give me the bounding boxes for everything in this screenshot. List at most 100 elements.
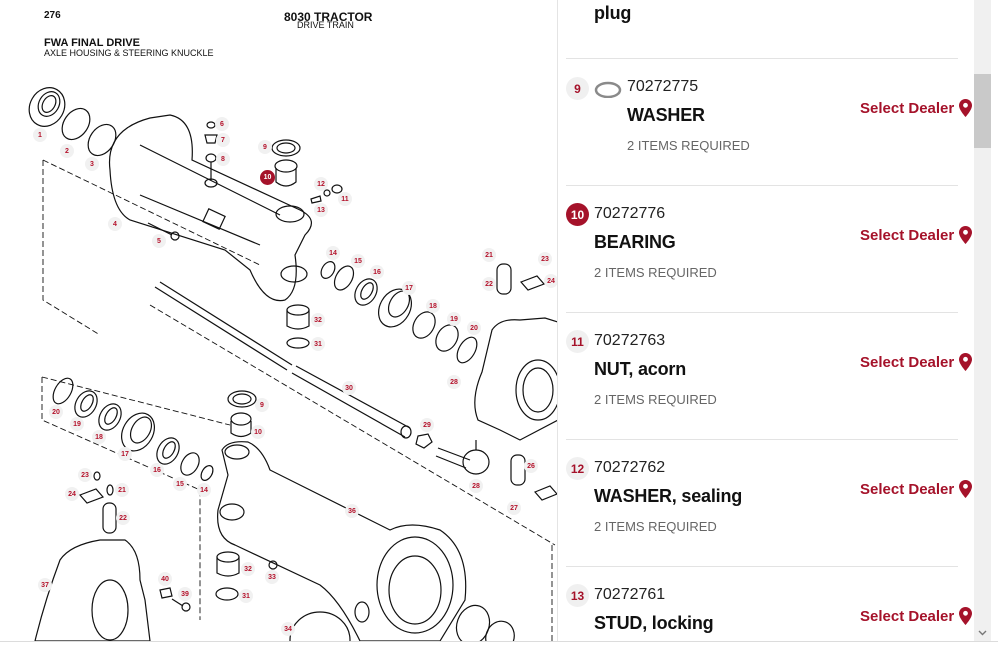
callout-28[interactable]: 28 (447, 375, 461, 389)
callout-30[interactable]: 30 (342, 381, 356, 395)
callout-19-lower[interactable]: 19 (70, 417, 84, 431)
diagram-model-subtitle: DRIVE TRAIN (297, 20, 354, 30)
callout-16[interactable]: 16 (370, 265, 384, 279)
ref-badge: 11 (566, 330, 589, 353)
callout-15-lower[interactable]: 15 (173, 477, 187, 491)
callout-23-lower[interactable]: 23 (78, 468, 92, 482)
part-plug-32 (286, 304, 310, 330)
callout-20-lower[interactable]: 20 (49, 405, 63, 419)
callout-24[interactable]: 24 (544, 274, 557, 288)
scrollbar-thumb[interactable] (974, 74, 991, 148)
callout-22-lower[interactable]: 22 (116, 511, 130, 525)
callout-37[interactable]: 37 (38, 578, 52, 592)
callout-20[interactable]: 20 (467, 321, 481, 335)
quantity-required: 2 ITEMS REQUIRED (594, 392, 717, 407)
diagram-drawing (28, 87, 557, 641)
callout-10-active[interactable]: 10 (260, 170, 275, 185)
callout-18-lower[interactable]: 18 (92, 430, 106, 444)
callout-31-lower[interactable]: 31 (239, 589, 253, 603)
callout-39[interactable]: 39 (178, 587, 192, 601)
diagram-section-title: FWA FINAL DRIVE (44, 37, 140, 49)
chevron-down-icon (978, 630, 987, 635)
part-plate-24b (533, 485, 557, 501)
callout-24-lower[interactable]: 24 (65, 487, 79, 501)
callout-2[interactable]: 2 (60, 144, 74, 158)
callout-14[interactable]: 14 (326, 246, 340, 260)
callout-18[interactable]: 18 (426, 299, 440, 313)
part-bolt-39 (171, 598, 191, 612)
part-name: BEARING (594, 232, 676, 252)
callout-10-lower[interactable]: 10 (251, 425, 265, 439)
callout-3[interactable]: 3 (85, 157, 99, 171)
callout-27[interactable]: 27 (507, 501, 521, 515)
callout-32[interactable]: 32 (311, 313, 325, 327)
callout-32-lower[interactable]: 32 (241, 562, 255, 576)
callout-40[interactable]: 40 (158, 572, 172, 586)
quantity-required: 2 ITEMS REQUIRED (627, 138, 750, 153)
callout-31[interactable]: 31 (311, 337, 325, 351)
select-dealer-button[interactable]: Select Dealer (860, 226, 973, 244)
part-nut-40 (159, 587, 173, 599)
part-plate-24-lower (78, 488, 105, 504)
part-number: 70272775 (627, 78, 699, 95)
callout-33[interactable]: 33 (265, 570, 279, 584)
item-divider (566, 185, 958, 186)
callout-22[interactable]: 22 (482, 277, 496, 291)
select-dealer-button[interactable]: Select Dealer (860, 480, 973, 498)
callout-19[interactable]: 19 (447, 312, 461, 326)
callout-28b[interactable]: 28 (469, 479, 483, 493)
callout-11[interactable]: 11 (338, 192, 352, 206)
callout-5[interactable]: 5 (152, 234, 166, 248)
select-dealer-button[interactable]: Select Dealer (860, 607, 973, 625)
item-divider (566, 58, 958, 59)
parts-list-item-partial: plug (566, 0, 958, 59)
part-bolt-23-lower (93, 471, 101, 481)
scroll-down-button[interactable] (974, 624, 991, 641)
callout-34[interactable]: 34 (281, 622, 295, 636)
item-divider (566, 439, 958, 440)
callout-26[interactable]: 26 (524, 459, 538, 473)
part-bearing-10 (274, 159, 298, 187)
parts-list-item[interactable]: 12 70272762 WASHER, sealing 2 ITEMS REQU… (566, 440, 973, 567)
part-seal-16-lower (156, 437, 180, 465)
callout-21-lower[interactable]: 21 (115, 483, 129, 497)
callout-36[interactable]: 36 (345, 504, 359, 518)
callout-17-lower[interactable]: 17 (118, 447, 132, 461)
parts-list-item-active[interactable]: 10 70272776 BEARING 2 ITEMS REQUIRED Sel… (566, 186, 973, 313)
callout-9[interactable]: 9 (258, 140, 272, 154)
parts-list-item[interactable]: 9 70272775 WASHER 2 ITEMS REQUIRED Selec… (566, 59, 973, 186)
select-dealer-label: Select Dealer (860, 99, 955, 117)
parts-list: plug 9 70272775 WASHER 2 ITEMS REQUIRED … (566, 0, 974, 641)
callout-6[interactable]: 6 (215, 117, 229, 131)
part-fitting-33 (268, 560, 278, 570)
part-tie-rod-end-28 (435, 440, 490, 475)
callout-16-lower[interactable]: 16 (150, 463, 164, 477)
ref-badge-active: 10 (566, 203, 589, 226)
select-dealer-label: Select Dealer (860, 226, 955, 244)
callout-23[interactable]: 23 (538, 252, 552, 266)
callout-8[interactable]: 8 (216, 152, 230, 166)
part-small-hardware-11-13 (310, 184, 343, 204)
callout-15[interactable]: 15 (351, 254, 365, 268)
parts-list-item[interactable]: 13 70272761 STUD, locking Select Dealer (566, 567, 973, 641)
callout-4[interactable]: 4 (108, 217, 122, 231)
callout-21[interactable]: 21 (482, 248, 496, 262)
part-ring-14 (320, 261, 336, 279)
select-dealer-button[interactable]: Select Dealer (860, 99, 973, 117)
parts-list-item[interactable]: 11 70272763 NUT, acorn 2 ITEMS REQUIRED … (566, 313, 973, 440)
callout-12[interactable]: 12 (314, 177, 328, 191)
callout-1[interactable]: 1 (33, 128, 47, 142)
callout-14-lower[interactable]: 14 (197, 483, 211, 497)
select-dealer-button[interactable]: Select Dealer (860, 353, 973, 371)
callout-7[interactable]: 7 (216, 133, 230, 147)
part-plate-24 (519, 275, 546, 291)
parts-list-scrollbar[interactable] (974, 0, 991, 641)
callout-17[interactable]: 17 (402, 281, 416, 295)
exploded-parts-diagram[interactable]: 276 8030 TRACTOR DRIVE TRAIN FWA FINAL D… (0, 0, 558, 641)
diagram-model-title: 8030 TRACTOR (284, 10, 373, 24)
callout-13[interactable]: 13 (314, 203, 328, 217)
callout-29[interactable]: 29 (420, 418, 434, 432)
callout-9-lower[interactable]: 9 (255, 398, 269, 412)
part-number: 70272761 (594, 586, 666, 603)
